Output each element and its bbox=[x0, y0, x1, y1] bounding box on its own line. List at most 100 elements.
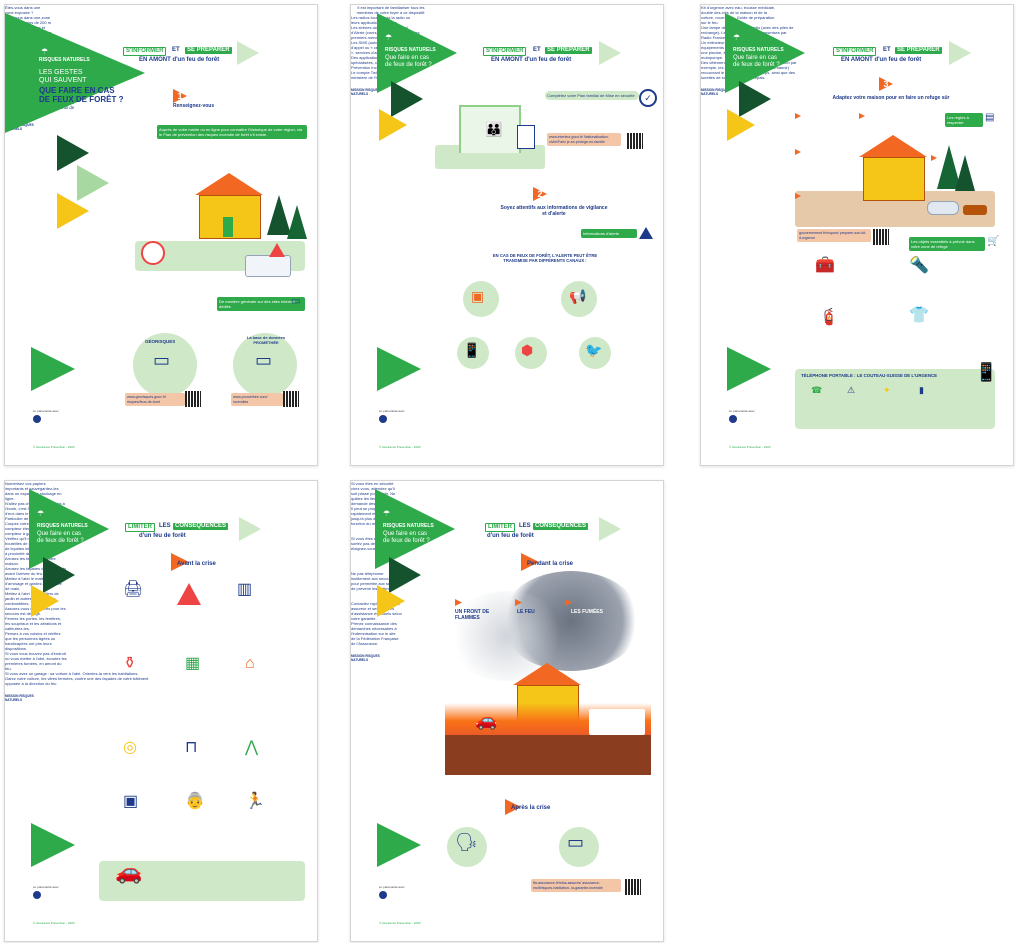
footer-copyright: © Assurance Prévention - 2023 bbox=[379, 445, 421, 449]
banner-subtitle: EN AMONT d'un feu de forêt bbox=[491, 57, 572, 63]
channel-twitter: Le compte Twitter dédié du ministère de … bbox=[351, 70, 399, 80]
assurance-prevention-logo bbox=[31, 347, 75, 391]
header-label: RISQUES NATURELS bbox=[39, 57, 90, 63]
umbrella-icon: ☂ bbox=[37, 509, 45, 518]
poster-page-5: ☂ RISQUES NATURELS Que faire en cas de f… bbox=[350, 480, 664, 942]
app-circle bbox=[515, 337, 547, 369]
mrn-logo bbox=[729, 415, 737, 423]
step-number: 1 bbox=[173, 89, 187, 103]
fire-text: Il peut se propager très rapidement et a… bbox=[351, 506, 397, 526]
school-sign-icon bbox=[177, 583, 201, 605]
partner-label: en partenariat avec bbox=[379, 409, 405, 413]
banner-arrow bbox=[949, 41, 971, 65]
house-roof bbox=[513, 663, 581, 685]
banner-word-2: CONSÉQUENCES bbox=[173, 523, 229, 530]
poster-page-4: ☂ RISQUES NATURELS Que faire en cas de f… bbox=[4, 480, 318, 942]
banner-word-1: S'INFORMER bbox=[123, 47, 167, 56]
banner-et: ET bbox=[172, 47, 180, 53]
poster-page-3: ☂ RISQUES NATURELS Que faire en cas de f… bbox=[700, 4, 1014, 466]
url-gouvernement[interactable]: gouvernement.fr/risques/ preparer-son-ki… bbox=[797, 229, 871, 242]
car-icon: 🚗 bbox=[475, 710, 498, 730]
url-promethee[interactable]: www.promethee.com/ incendies bbox=[231, 393, 283, 406]
ap-logo-text: ASSURANCE PRÉVENTION bbox=[701, 80, 722, 88]
pine-tree bbox=[955, 155, 975, 191]
alert-app-icon: ⚠ bbox=[847, 385, 856, 395]
url-georisques[interactable]: www.georisques.gouv.fr/ risques/feux-de-… bbox=[125, 393, 185, 406]
garden-table-icon: ⊓ bbox=[185, 739, 198, 756]
flashlight-icon: ✦ bbox=[883, 385, 891, 395]
after-title: Après la crise bbox=[511, 805, 551, 811]
hose-reel-icon: ◎ bbox=[123, 739, 137, 756]
hazard-badge bbox=[565, 599, 572, 606]
rules-bar: Les règles à respecter bbox=[945, 113, 983, 127]
town-hall-icon: ⌂ bbox=[291, 128, 298, 139]
url-ffa[interactable]: ffa-assurance.fr/infos-assures/ assuranc… bbox=[531, 879, 621, 892]
mrn-text: MISSION RISQUES NATURELS bbox=[5, 694, 34, 702]
step-title: Pendant la crise bbox=[527, 561, 574, 567]
header-triangle bbox=[375, 489, 455, 569]
ap-logo-text: ASSURANCE PRÉVENTION bbox=[351, 646, 372, 654]
hazard-smoke: LES FUMÉES bbox=[571, 609, 603, 615]
phone-warning-text: Ne pas téléphoner inutilement aux secour… bbox=[351, 571, 403, 591]
assurance-prevention-logo bbox=[377, 823, 421, 867]
siren-circle bbox=[561, 281, 597, 317]
banner-subtitle: EN AMONT d'un feu de forêt bbox=[841, 57, 922, 63]
header-label: RISQUES NATURELS bbox=[385, 47, 436, 53]
alert-info-bar: Informations d'alerte bbox=[581, 229, 637, 238]
header-title-line-3: QUE FAIRE EN CAS bbox=[39, 86, 115, 95]
emergency-kit-icon: 🧰 bbox=[815, 257, 835, 274]
hazard-badge bbox=[455, 599, 462, 606]
banner-et: LES bbox=[519, 523, 531, 529]
gas-bottle-icon: ⚱ bbox=[123, 655, 137, 672]
banner-subtitle: d'un feu de forêt bbox=[487, 533, 534, 539]
qr-code bbox=[873, 229, 889, 245]
deco-yellow-triangle bbox=[377, 585, 405, 617]
rule-badge bbox=[931, 155, 937, 161]
banner-arrow bbox=[239, 517, 261, 541]
qr-code bbox=[627, 133, 643, 149]
url-interieur[interactable]: www.interieur.gouv.fr/ Nationalisation-c… bbox=[547, 133, 621, 146]
step-title: Soyez attentifs aux informations de vigi… bbox=[500, 205, 608, 217]
clothes-icon: 👕 bbox=[909, 307, 929, 324]
window-icon: ▦ bbox=[185, 655, 201, 672]
info-bar: Auprès de votre mairie ou en ligne pour … bbox=[157, 125, 307, 139]
header-label: RISQUES NATURELS bbox=[37, 523, 88, 529]
twitter-circle bbox=[579, 337, 611, 369]
umbrella-icon: ☂ bbox=[41, 47, 49, 56]
mrn-logo bbox=[33, 891, 41, 899]
banner-word-2: CONSÉQUENCES bbox=[533, 523, 589, 530]
mrn-text: MISSION RISQUES NATURELS bbox=[701, 88, 730, 96]
header-title-line-1: Que faire en cas bbox=[383, 531, 428, 537]
refuge-objects-bar: Les objets essentiels à prévoir dans vot… bbox=[909, 237, 985, 251]
qr-code bbox=[283, 391, 299, 407]
twitter-icon: 🐦 bbox=[585, 342, 603, 358]
monitor-icon: ▭ bbox=[153, 350, 171, 370]
assurance-prevention-logo bbox=[31, 823, 75, 867]
app-icon: ⬢ bbox=[521, 342, 534, 358]
banner-et: ET bbox=[883, 47, 891, 53]
footer-copyright: © Assurance Prévention - 2023 bbox=[33, 921, 75, 925]
assurance-prevention-logo bbox=[727, 347, 771, 391]
mrn-logo bbox=[379, 891, 387, 899]
qr-code bbox=[625, 879, 641, 895]
partner-label: en partenariat avec bbox=[729, 409, 755, 413]
assurance-prevention-logo bbox=[377, 347, 421, 391]
step-number: 2 bbox=[533, 187, 547, 201]
header-title-line-2: de feux de forêt ? bbox=[37, 538, 84, 544]
hazard-flame-front: UN FRONT DE FLAMMES bbox=[455, 609, 490, 621]
gas-tank bbox=[927, 201, 959, 215]
deco-yellow-triangle bbox=[727, 109, 755, 141]
woodpile bbox=[963, 205, 987, 215]
header-title-line-2: de feux de forêt ? bbox=[383, 538, 430, 544]
partner-label: en partenariat avec bbox=[379, 885, 405, 889]
poster-page-2: ☂ RISQUES NATURELS Que faire en cas de f… bbox=[350, 4, 664, 466]
advice-7: Mettez à l'abri le matériel d'arrosage e… bbox=[5, 576, 62, 591]
banner-et: ET bbox=[533, 47, 541, 53]
pine-tree bbox=[287, 205, 307, 239]
header-triangle bbox=[29, 489, 109, 569]
header-title-line-1: LES GESTES bbox=[39, 69, 83, 76]
monitor-icon: ▭ bbox=[255, 350, 273, 370]
extinguisher-icon: 🧯 bbox=[819, 309, 839, 326]
map-icon: ▤ bbox=[985, 112, 995, 123]
site-1-name: GÉORISQUES bbox=[145, 339, 176, 344]
